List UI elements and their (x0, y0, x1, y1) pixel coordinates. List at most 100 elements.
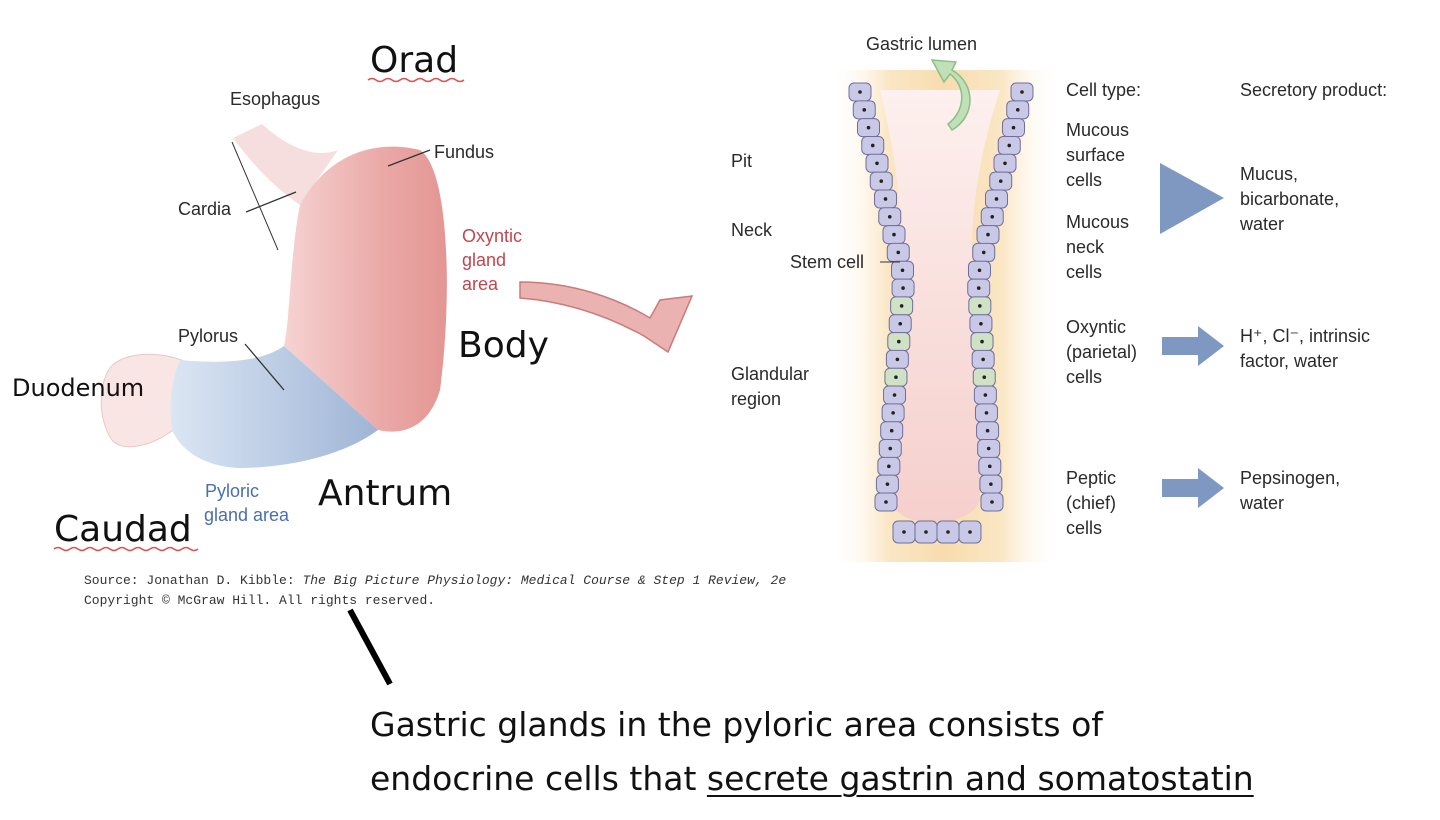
cell-nucleus (1020, 90, 1024, 94)
cell-nucleus (979, 321, 983, 326)
cell-nucleus (892, 232, 896, 237)
cell-nucleus (978, 304, 982, 308)
cell-nucleus (899, 304, 904, 308)
cell-nucleus (858, 90, 862, 94)
secretory-product-header: Secretory product: (1240, 80, 1387, 100)
cell-nucleus (879, 179, 884, 183)
fundus-label: Fundus (434, 142, 494, 162)
cell-nucleus (888, 446, 893, 451)
cell-nucleus (984, 411, 989, 415)
cell-nucleus (862, 108, 867, 112)
caption-line-2-prefix: endocrine cells that (370, 759, 707, 798)
cell-nucleus (892, 393, 897, 397)
row3-product-line0: Pepsinogen, (1240, 468, 1340, 488)
mucous-neck-cells-label: Mucous neck cells (1066, 212, 1134, 282)
mucous-secretion-arrow (1160, 163, 1224, 234)
cell-nucleus (889, 428, 894, 433)
cell-nucleus (902, 530, 906, 534)
cell-nucleus (976, 286, 981, 290)
row0-product-line1: bicarbonate, (1240, 189, 1339, 209)
cell-nucleus (896, 250, 901, 255)
source-prefix: Source: Jonathan D. Kibble: (84, 573, 302, 588)
cell-type-header: Cell type: (1066, 80, 1141, 100)
gland-lumen (880, 90, 1000, 523)
gland-cells-right-wall (967, 82, 1034, 512)
pyloric-region-shape (170, 346, 378, 468)
cell-nucleus (989, 482, 993, 486)
cell-nucleus (1011, 125, 1016, 130)
cell-nucleus (884, 500, 888, 504)
cell-nucleus (891, 411, 895, 415)
cell-nucleus (968, 530, 972, 534)
cell-nucleus (901, 286, 905, 290)
pyloric-line-1: Pyloric (205, 481, 259, 501)
row0-product-line0: Mucus, (1240, 164, 1298, 184)
row3-cell-line1: (chief) (1066, 493, 1116, 513)
row2-cell-line0: Oxyntic (1066, 317, 1126, 337)
cell-nucleus (898, 321, 903, 326)
cell-nucleus (986, 446, 991, 451)
oxyntic-line-1: Oxyntic (462, 226, 522, 246)
oxyntic-line-3: area (462, 274, 499, 294)
neck-label: Neck (731, 220, 773, 240)
cardia-leader-line (245, 191, 297, 213)
cell-nucleus (981, 357, 985, 362)
cell-nucleus (1015, 108, 1020, 112)
gland-cells-left-wall (848, 82, 915, 512)
row2-cell-line1: (parietal) (1066, 342, 1137, 362)
pit-label: Pit (731, 151, 752, 171)
stomach-body-shape (284, 146, 447, 432)
oxyntic-gland-area-label: Oxyntic gland area (462, 226, 527, 294)
caption-line-2: endocrine cells that secrete gastrin and… (370, 752, 1430, 806)
cell-nucleus (885, 482, 890, 486)
glandular-line-1: Glandular (731, 364, 809, 384)
pylorus-label: Pylorus (178, 326, 238, 346)
lumen-exit-arrow (930, 59, 971, 132)
orad-spellcheck-underline (367, 77, 465, 83)
peptic-cells-label: Peptic (chief) cells (1066, 468, 1121, 538)
mucous-surface-cells-label: Mucous surface cells (1066, 120, 1134, 190)
row0-product-line2: water (1239, 214, 1284, 234)
peptic-secretion-arrow (1162, 468, 1224, 508)
cell-nucleus (985, 428, 990, 433)
cell-nucleus (981, 250, 986, 255)
row1-cell-line2: cells (1066, 262, 1102, 282)
row2-product-line1: factor, water (1240, 351, 1338, 371)
oxyntic-secretion-arrow (1162, 326, 1224, 366)
source-line-2: Copyright © McGraw Hill. All rights rese… (84, 593, 435, 608)
cell-nucleus (986, 232, 990, 237)
gastric-gland-illustration (830, 59, 1060, 562)
caption: Gastric glands in the pyloric area consi… (370, 698, 1430, 806)
peptic-product-label: Pepsinogen, water (1239, 468, 1345, 513)
cell-nucleus (946, 530, 950, 534)
row1-cell-line0: Mucous (1066, 212, 1129, 232)
esophagus-shape (233, 124, 338, 205)
pyloric-gland-area-label: Pyloric gland area (204, 481, 290, 525)
cardia-label: Cardia (178, 199, 232, 219)
cell-nucleus (866, 125, 871, 130)
row2-product-line0: H⁺, Cl⁻, intrinsic (1240, 326, 1370, 346)
cell-nucleus (870, 143, 875, 148)
caption-line-1: Gastric glands in the pyloric area consi… (370, 705, 1103, 744)
mucus-product-label: Mucus, bicarbonate, water (1239, 164, 1344, 234)
pylorus-leader-line (244, 343, 285, 391)
cell-nucleus (924, 530, 928, 534)
oxyntic-product-label: H⁺, Cl⁻, intrinsic factor, water (1240, 326, 1375, 371)
cell-nucleus (895, 357, 900, 362)
fundus-leader-line (387, 149, 431, 167)
cell-nucleus (980, 339, 984, 344)
caudad-label: Caudad (54, 509, 192, 550)
cell-nucleus (875, 161, 879, 166)
duodenum-label: Duodenum (12, 374, 144, 402)
pointer-line (347, 608, 393, 686)
row0-cell-line0: Mucous (1066, 120, 1129, 140)
stem-cell-label: Stem cell (790, 252, 864, 272)
oxyntic-line-2: gland (462, 250, 506, 270)
oxyntic-cells-label: Oxyntic (parietal) cells (1066, 317, 1142, 387)
cell-nucleus (977, 268, 982, 273)
esophagus-leader-line (231, 141, 279, 251)
row2-cell-line2: cells (1066, 367, 1102, 387)
cell-nucleus (883, 197, 888, 201)
cell-nucleus (990, 500, 994, 504)
